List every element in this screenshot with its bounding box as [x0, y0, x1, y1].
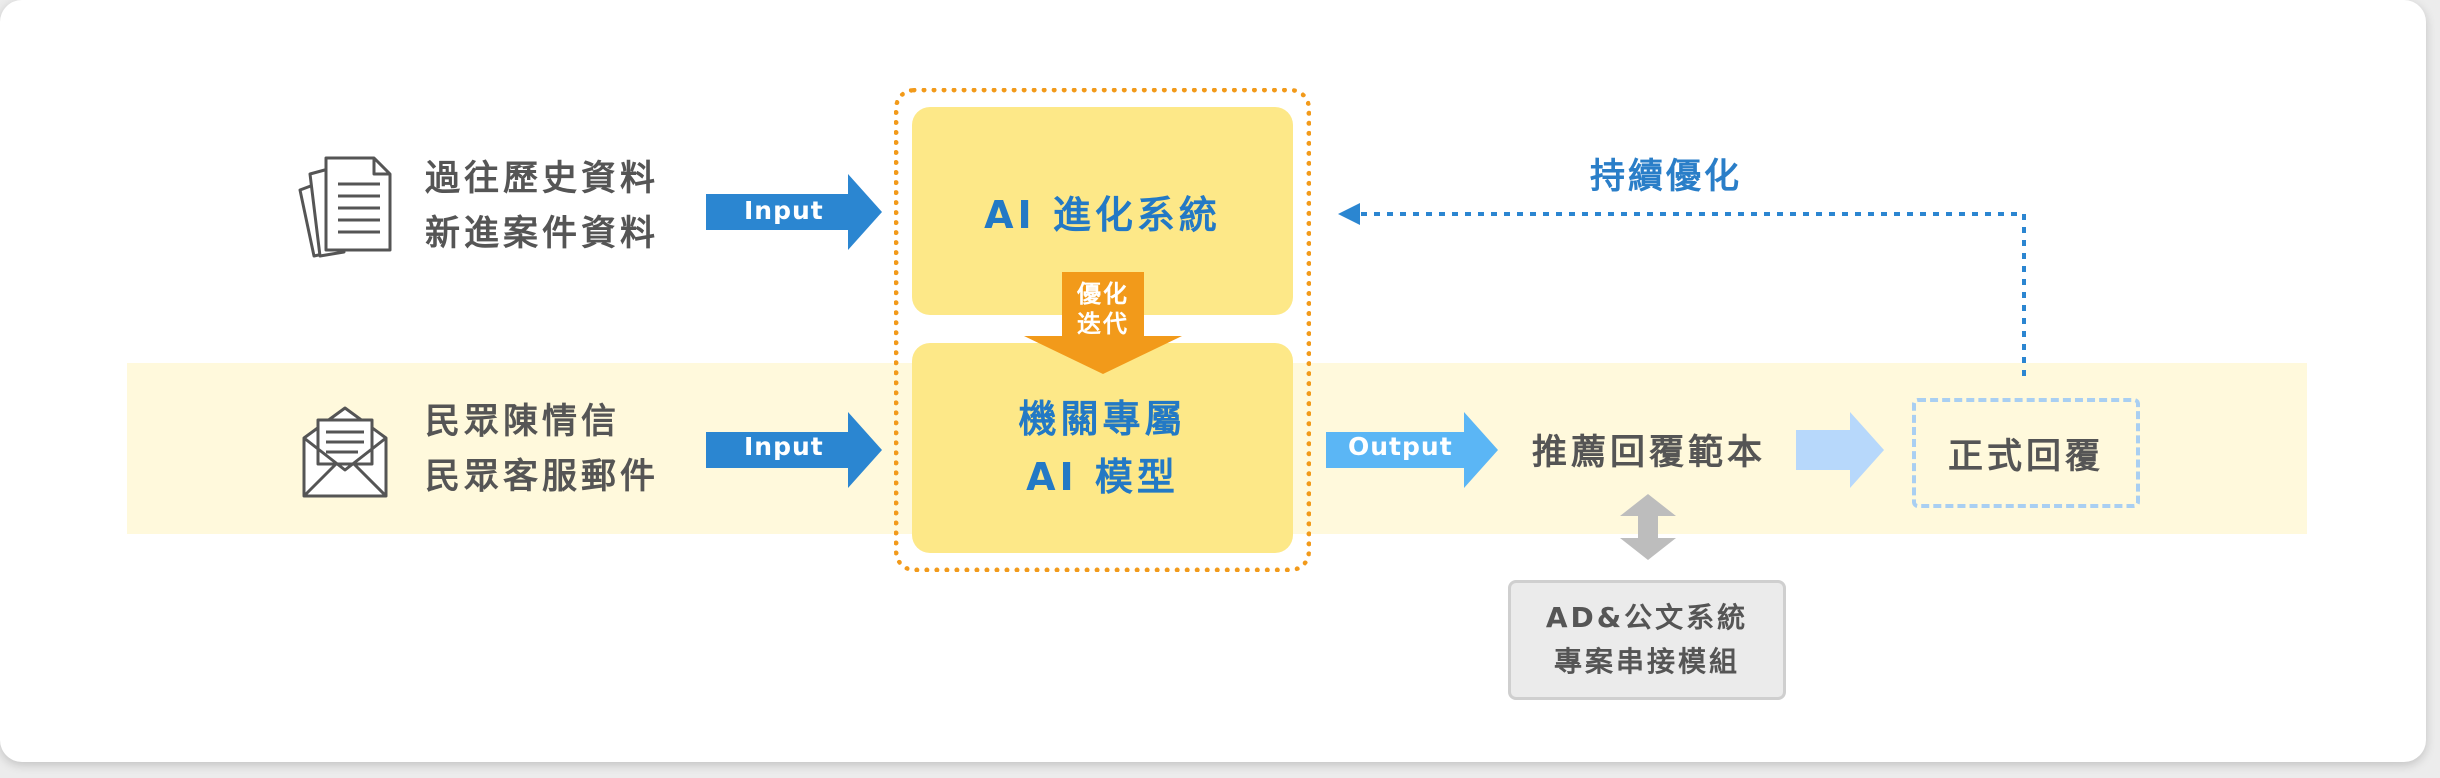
- feedback-loop-line: [1338, 203, 2026, 376]
- module-line1: AD&公文系統: [1545, 601, 1749, 634]
- feedback-label: 持續優化: [1590, 157, 1743, 197]
- template-label: 推薦回覆範本: [1532, 433, 1767, 473]
- model-box: 機關專屬 AI 模型: [912, 343, 1293, 553]
- integration-module-box: AD&公文系統 專案串接模組: [1508, 580, 1786, 700]
- bidirectional-arrow: [1620, 494, 1676, 560]
- source-top-line2: 新進案件資料: [425, 214, 660, 254]
- ai-system-box: AI 進化系統: [912, 107, 1293, 315]
- ai-system-title: AI 進化系統: [984, 192, 1221, 237]
- input-arrow-bottom: [706, 412, 882, 488]
- source-top-text: 過往歷史資料 新進案件資料: [425, 152, 659, 262]
- input-arrow-top: [706, 174, 882, 250]
- ai-dotted-frame: [894, 88, 1311, 572]
- iterate-line2: 迭代: [1077, 310, 1129, 338]
- module-line2: 專案串接模組: [1553, 645, 1740, 678]
- model-line1: 機關專屬: [1018, 397, 1187, 441]
- input-label-top: Input: [744, 196, 824, 225]
- input-label-bottom: Input: [744, 432, 824, 461]
- iterate-line1: 優化: [1077, 280, 1129, 308]
- model-line2: AI 模型: [1026, 455, 1179, 499]
- output-label: Output: [1348, 432, 1453, 461]
- formal-reply-box: 正式回覆: [1912, 398, 2140, 508]
- to-formal-arrow: [1796, 412, 1884, 488]
- formal-reply-label: 正式回覆: [1947, 436, 2104, 477]
- output-arrow: [1326, 412, 1498, 488]
- envelope-icon: [302, 406, 388, 498]
- documents-icon: [298, 156, 392, 258]
- iterate-label: 優化 迭代: [1066, 279, 1140, 339]
- source-bottom-line2: 民眾客服郵件: [425, 457, 660, 497]
- source-top-line1: 過往歷史資料: [425, 159, 660, 199]
- source-bottom-text: 民眾陳情信 民眾客服郵件: [425, 395, 659, 505]
- iterate-arrow: [1024, 272, 1182, 374]
- source-bottom-line1: 民眾陳情信: [425, 402, 621, 442]
